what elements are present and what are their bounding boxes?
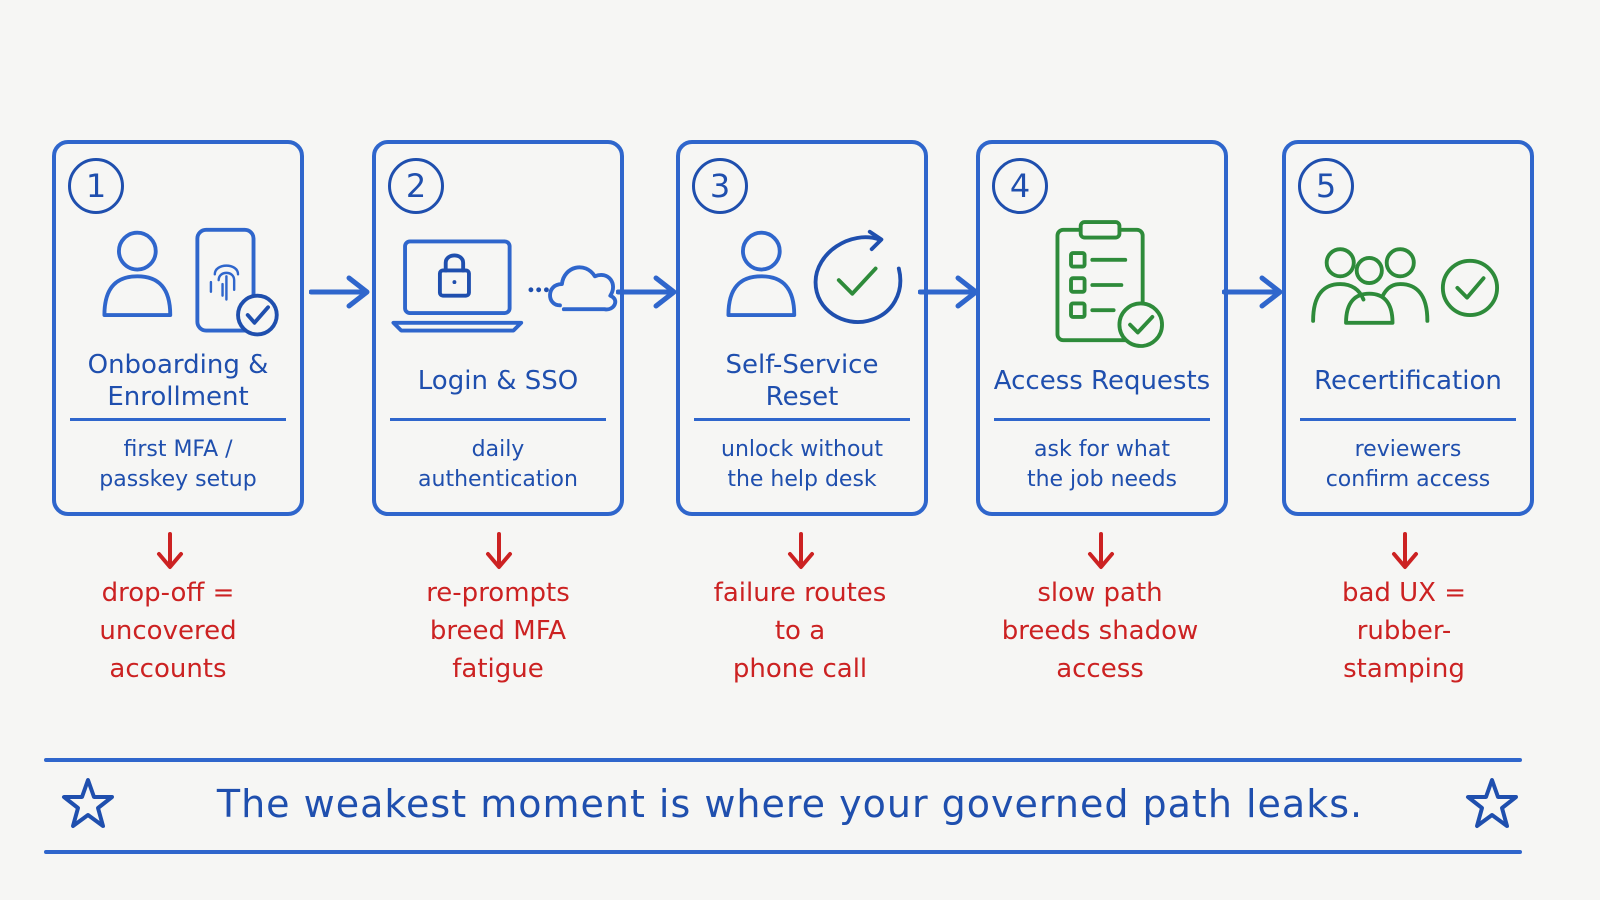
laptop-lock-icon [391,239,524,333]
step-5-icons [1286,220,1530,350]
star-icon [1466,778,1518,828]
down-arrow-icon [788,532,814,569]
step-number-2: 2 [388,158,444,214]
step-4-description: ask for what the job needs [1026,437,1178,492]
step-number-4: 4 [992,158,1048,214]
risk-note-5: bad UX = rubber- stamping [1341,578,1467,684]
star-icon [62,778,114,828]
phone-fingerprint-icon [195,227,256,333]
step-1-description: first MFA / passkey setup [99,437,257,492]
risk-note-2: re-prompts breed MFA fatigue [426,578,570,684]
flow-arrow-right-icon [1222,275,1283,309]
check-circle-icon [236,293,279,337]
group-users-icon [1311,247,1430,325]
banner-bottom-rule [44,850,1522,854]
user-icon [726,230,797,317]
flow-arrow-right-icon [918,275,979,309]
step-5-title: Recertification [1300,344,1516,421]
step-3-description: unlock without the help desk [721,437,883,492]
step-3-title: Self-Service Reset [694,344,910,421]
risk-note-3: failure routes to a phone call [713,578,887,684]
flow-arrow-right-icon [309,275,370,309]
check-circle-icon [1117,301,1164,348]
step-2-title: Login & SSO [390,344,606,421]
down-arrow-icon [1392,532,1418,569]
step-4-icons [980,220,1224,350]
banner-top-rule [44,758,1522,762]
step-2-icons [376,220,620,350]
step-number-3: 3 [692,158,748,214]
step-4-title: Access Requests [994,344,1210,421]
refresh-check-icon [813,229,903,324]
step-card-5: 5 Recertification reviewe [1282,140,1534,516]
step-card-4: 4 Access Requests [976,140,1228,516]
step-card-3: 3 Self-Service Reset unlock without the … [676,140,928,516]
step-card-1: 1 Onboarding & Enrollment [52,140,304,516]
step-number-5: 5 [1298,158,1354,214]
down-arrow-icon [486,532,512,569]
step-5-description: reviewers confirm access [1325,437,1491,492]
clipboard-checklist-icon [1055,220,1145,343]
step-1-title: Onboarding & Enrollment [70,344,286,421]
risk-note-1: drop-off = uncovered accounts [99,578,237,684]
down-arrow-icon [157,532,183,569]
flow-arrow-right-icon [616,275,677,309]
takeaway-banner: The weakest moment is where your governe… [60,772,1520,836]
step-3-icons [680,220,924,350]
risk-note-4: slow path breeds shadow access [1001,578,1199,684]
user-icon [102,230,173,317]
banner-message: The weakest moment is where your governe… [216,782,1364,826]
step-number-1: 1 [68,158,124,214]
connector-dots [528,287,549,293]
check-circle-icon [1440,258,1500,317]
step-2-description: daily authentication [418,437,578,492]
step-1-icons [56,220,300,350]
step-card-2: 2 Login & SSO dail [372,140,624,516]
cloud-icon [548,265,618,312]
down-arrow-icon [1088,532,1114,569]
